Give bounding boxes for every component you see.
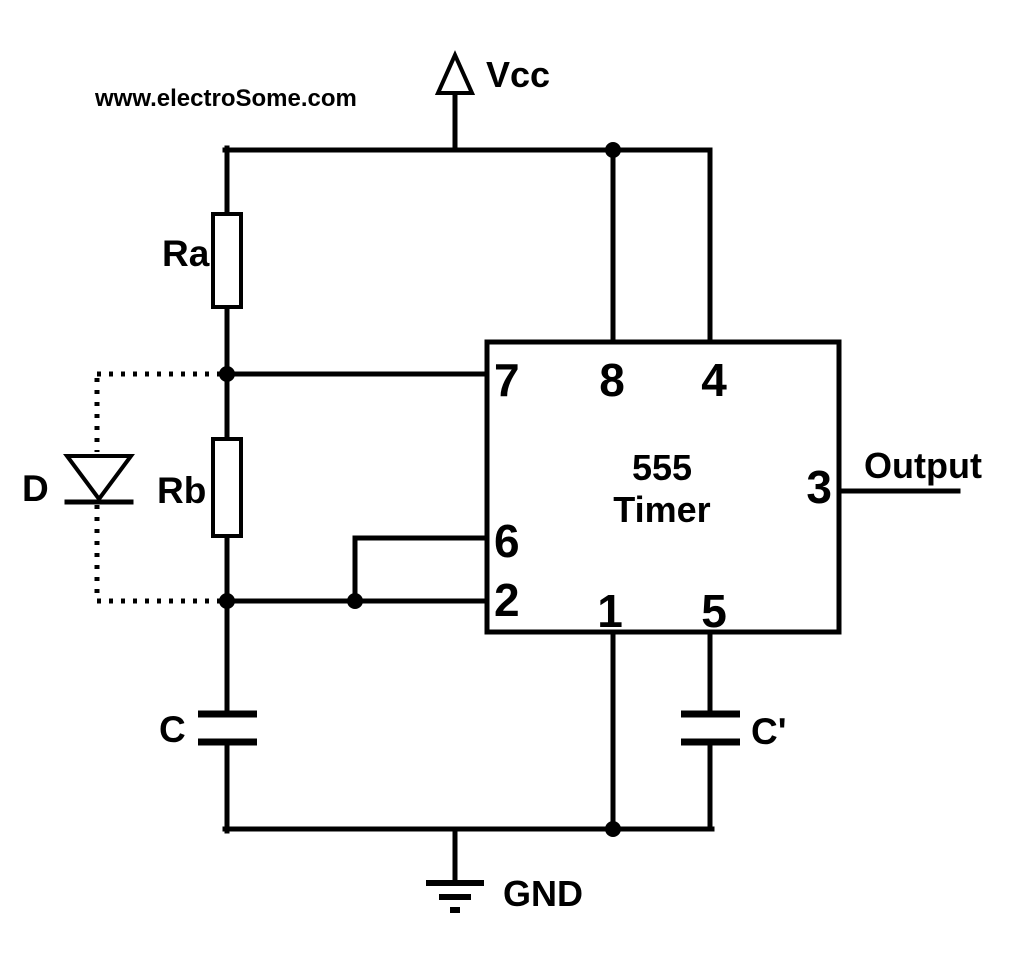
resistor-ra-label: Ra [162,233,210,274]
gnd-label: GND [503,873,583,914]
junction-gnd-pin1 [605,821,621,837]
ic-name-line2: Timer [613,489,710,530]
capacitor-cprime-label: C' [751,711,787,752]
pin8-number: 8 [599,354,625,406]
pin6-number: 6 [494,515,520,567]
pin1-number: 1 [597,585,623,637]
resistor-rb-label: Rb [157,470,206,511]
junction-pin6-branch [347,593,363,609]
pin4-number: 4 [701,354,727,406]
ic-555-body [484,339,842,635]
junction-ra-rb-pin7 [219,366,235,382]
output-label: Output [864,445,982,486]
junction-vcc-pin8 [605,142,621,158]
vcc-label: Vcc [486,54,550,95]
resistor-rb-symbol [211,437,243,538]
watermark-text: www.electroSome.com [94,85,357,112]
diode-d-label: D [22,468,49,509]
pin7-number: 7 [494,354,520,406]
junction-rb-c-pin2 [219,593,235,609]
vcc-arrow-icon [434,50,476,95]
pin2-number: 2 [494,574,520,626]
resistor-ra-symbol [211,212,243,309]
pin3-number: 3 [806,461,832,513]
capacitor-c-label: C [159,709,186,750]
diode-triangle-symbol [63,454,135,503]
ic-name-line1: 555 [632,447,692,488]
pin5-number: 5 [701,585,727,637]
